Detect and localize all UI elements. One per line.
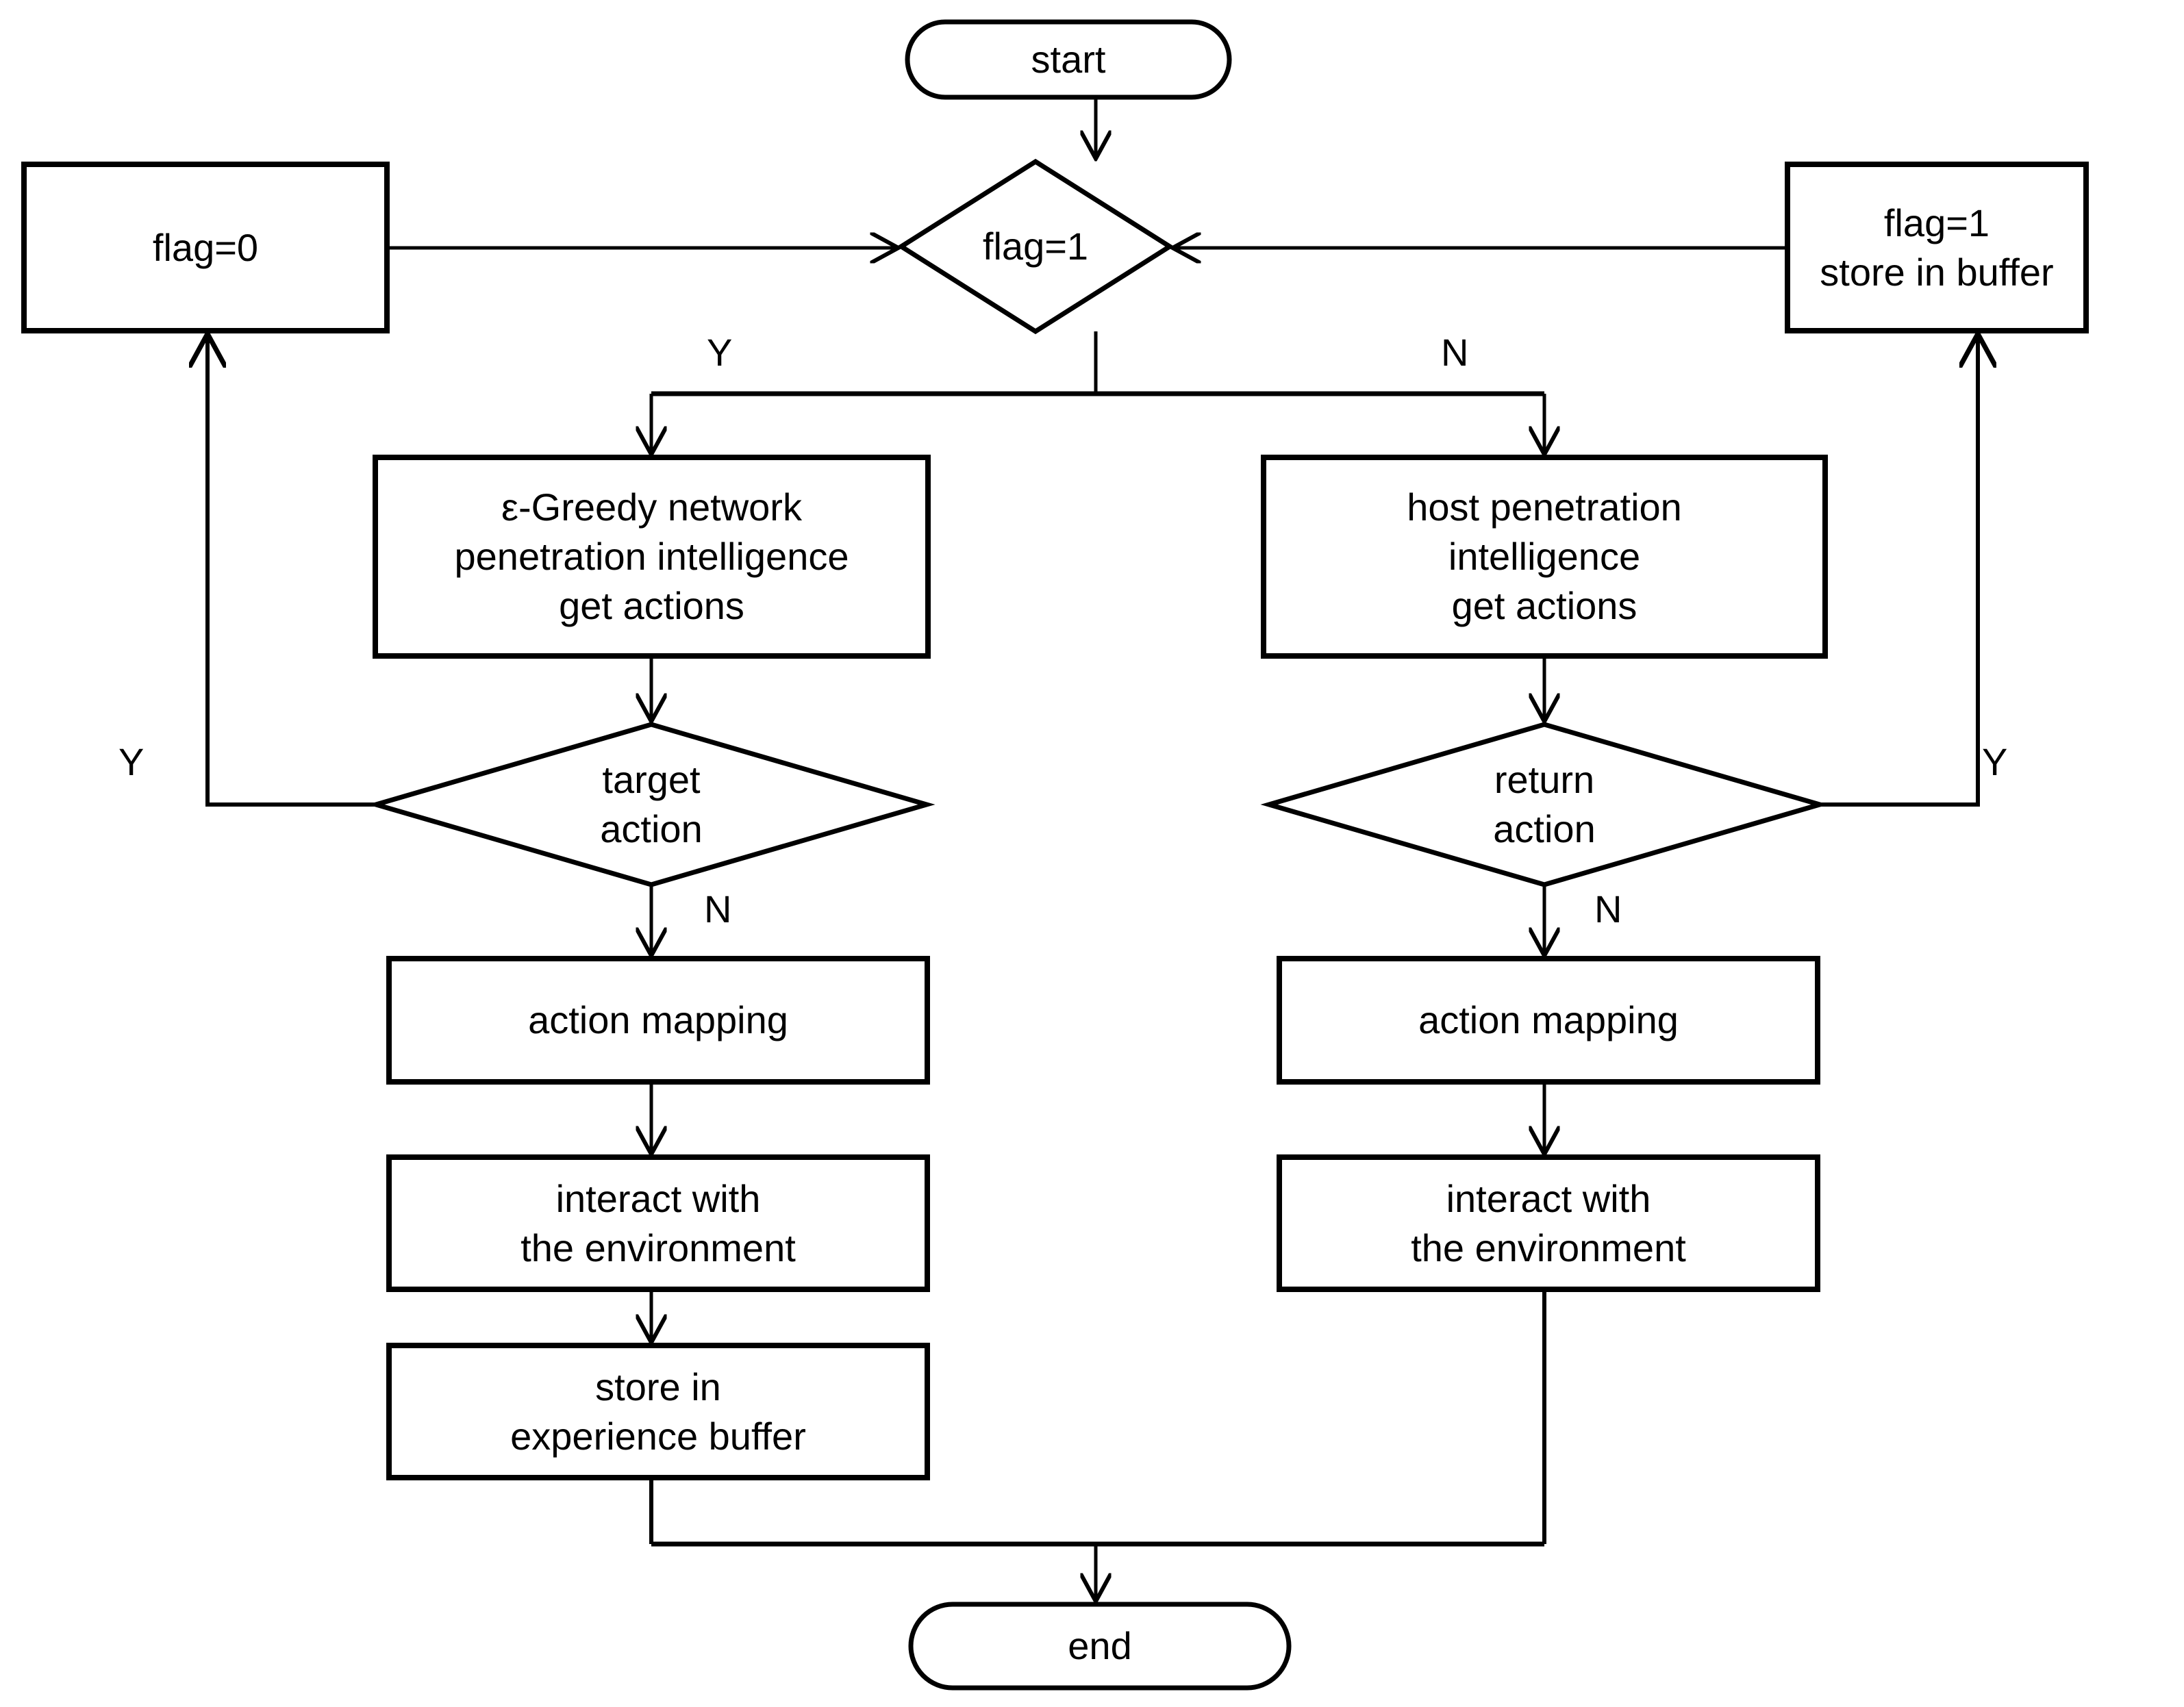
edge-label-return-no: N [1594, 887, 1622, 931]
edge-target-yes-to-flagzero [208, 337, 376, 807]
flag-zero-shape [21, 162, 390, 333]
host-penetration-shape [1261, 455, 1828, 659]
store-buffer-shape [386, 1343, 930, 1480]
epsilon-greedy-shape [373, 455, 931, 659]
edge-return-yes-to-flagonestore [1820, 337, 1978, 807]
action-mapping-left-shape [386, 956, 930, 1085]
edge-label-target-no: N [704, 887, 732, 931]
flag-check-shape [896, 158, 1175, 335]
flag-one-store-shape [1785, 162, 2089, 333]
end-shape [908, 1602, 1292, 1691]
edge-label-flag-no: N [1441, 331, 1469, 374]
return-action-shape [1260, 722, 1829, 887]
edge-label-return-yes: Y [1982, 740, 2008, 783]
interact-left-shape [386, 1154, 930, 1292]
interact-right-shape [1277, 1154, 1820, 1292]
edge-label-flag-yes: Y [707, 331, 733, 374]
target-action-shape [367, 722, 936, 887]
start-shape [905, 19, 1232, 100]
edge-label-target-yes: Y [118, 740, 145, 783]
action-mapping-right-shape [1277, 956, 1820, 1085]
